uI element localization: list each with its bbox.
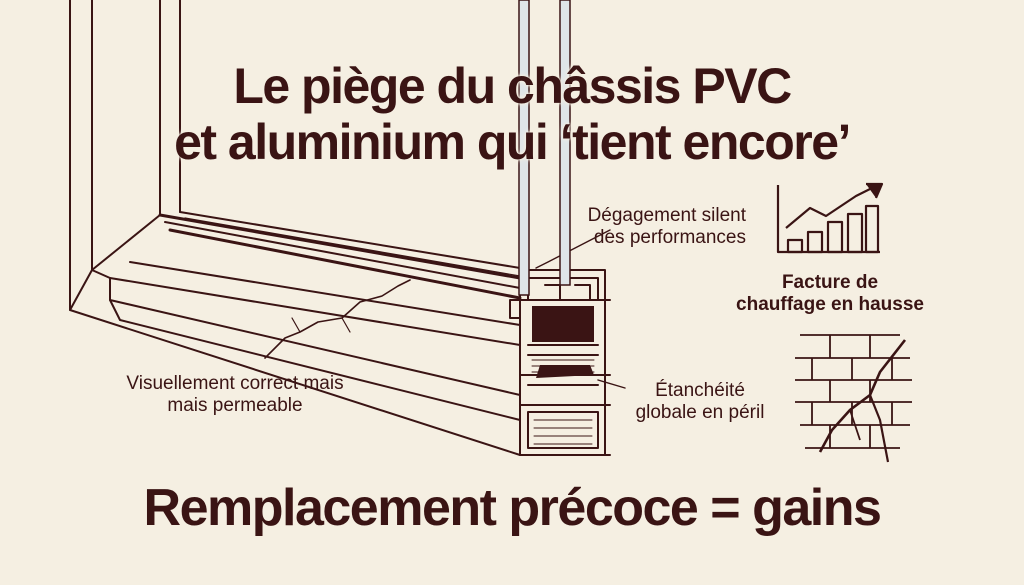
glass-panes <box>518 0 571 296</box>
title-line-2: et aluminium qui ‘tient encore’ <box>174 114 851 170</box>
label-etancheite-line-2: globale en péril <box>635 402 765 423</box>
label-degagement-line-1: Dégagement silent <box>587 205 746 226</box>
label-etancheite-line-1: Étanchéité <box>655 380 745 401</box>
label-facture: Facture de chauffage en hausse <box>714 272 946 316</box>
label-visuellement: Visuellement correct mais mais permeable <box>110 373 360 417</box>
title-line-1: Le piège du châssis PVC <box>233 58 792 114</box>
sill-crack <box>264 279 411 359</box>
label-degagement-line-2: des performances <box>593 227 746 248</box>
label-degagement: Dégagement silent des performances <box>540 205 746 249</box>
trend-chart-icon <box>776 182 884 254</box>
label-facture-line-2: chauffage en hausse <box>736 294 924 315</box>
label-etancheite: Étanchéité globale en péril <box>625 380 775 424</box>
cracked-brick-wall-icon <box>795 334 912 463</box>
profile-cross-section <box>509 269 611 456</box>
label-visuellement-line-1: Visuellement correct mais <box>126 373 344 394</box>
label-visuellement-line-2: mais permeable <box>167 395 303 416</box>
label-facture-line-1: Facture de <box>781 272 879 293</box>
window-frame <box>69 0 611 456</box>
bottom-headline: Remplacement précoce = gains <box>143 479 882 537</box>
